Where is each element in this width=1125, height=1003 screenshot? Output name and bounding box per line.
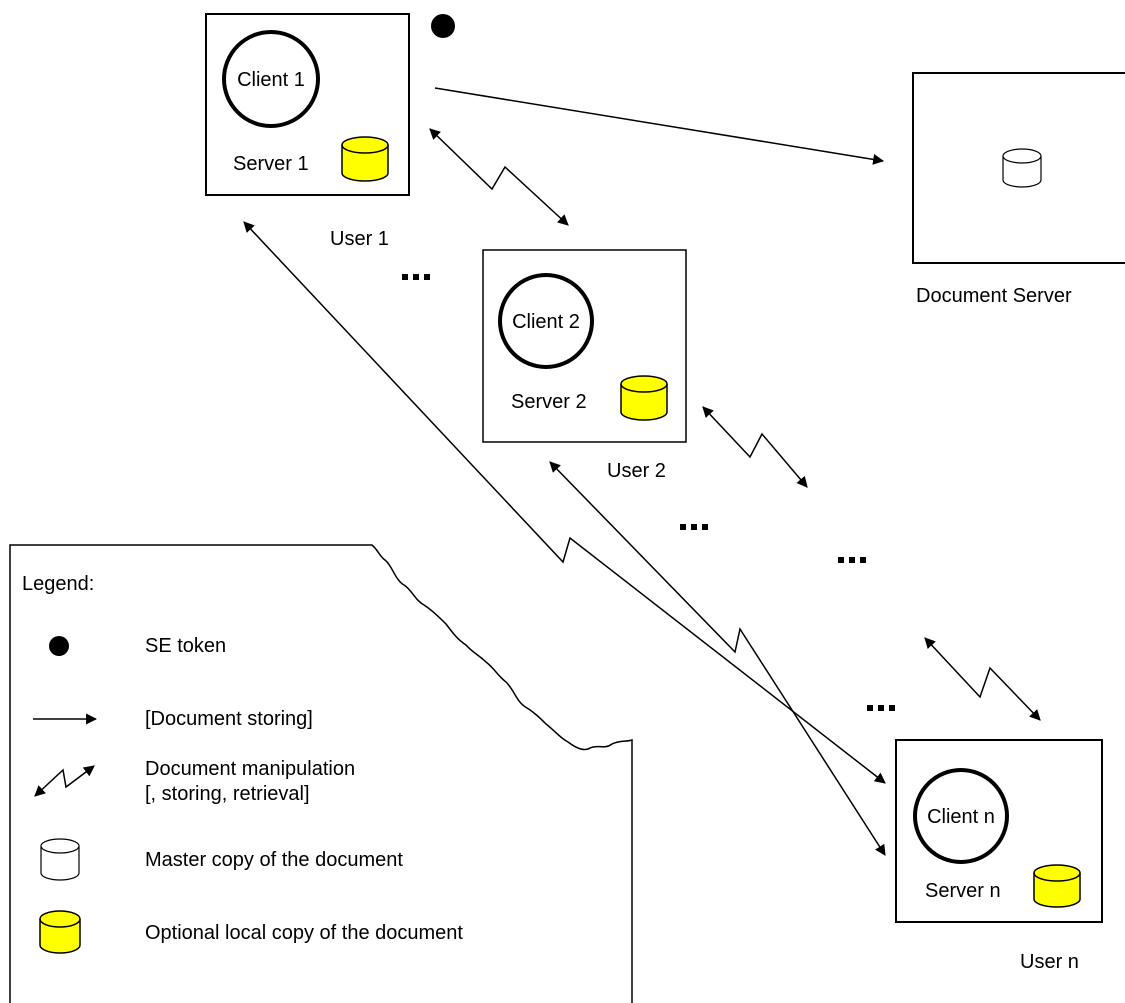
- client-1-label: Client 1: [237, 69, 305, 91]
- user-1-node: Client 1 Server 1 User 1: [205, 13, 410, 250]
- local-copy-cylinder-icon: [620, 375, 668, 421]
- legend-manipulation-line1: Document manipulation: [145, 758, 355, 780]
- local-copy-cylinder-icon: [341, 136, 389, 182]
- manipulation-arrow-user2-usern: [549, 461, 886, 856]
- legend-document-storing-label: [Document storing]: [145, 708, 313, 730]
- ellipsis-marker: [680, 524, 708, 530]
- user-n-node: Client n Server n User n: [895, 739, 1103, 973]
- user-n-box: [895, 739, 1103, 923]
- user-2-node: Client 2 Server 2 User 2: [482, 249, 687, 482]
- manipulation-arrow-user2-ellipsis: [702, 406, 808, 488]
- white-cylinder-icon: [40, 838, 80, 881]
- zigzag-double-arrow-icon: [34, 765, 95, 797]
- legend-local-copy-label: Optional local copy of the document: [145, 922, 463, 944]
- legend-master-copy-label: Master copy of the document: [145, 849, 403, 871]
- server-n-label: Server n: [925, 880, 1001, 902]
- client-n-label: Client n: [927, 806, 995, 828]
- server-2-label: Server 2: [511, 391, 587, 413]
- document-server-label: Document Server: [916, 285, 1072, 307]
- user-1-box: [205, 13, 410, 196]
- se-token-icon: [431, 14, 455, 38]
- yellow-cylinder-icon: [39, 910, 81, 954]
- document-server-box: [912, 72, 1125, 264]
- legend-torn-border: [9, 544, 633, 1003]
- user-2-label: User 2: [607, 460, 666, 482]
- client-2-label: Client 2: [512, 311, 580, 333]
- manipulation-arrow-user1-usern: [243, 221, 886, 784]
- ellipsis-marker: [402, 274, 430, 280]
- legend-manipulation-line2: [, storing, retrieval]: [145, 783, 310, 805]
- legend: Legend: SE token [Document storing] Docu…: [9, 544, 633, 1003]
- user-n-label: User n: [1020, 951, 1079, 973]
- legend-se-token-label: SE token: [145, 635, 226, 657]
- client-n-circle: [913, 768, 1009, 864]
- legend-title: Legend:: [22, 573, 94, 595]
- ellipsis-marker: [867, 705, 895, 711]
- se-token-legend-icon: [49, 636, 69, 656]
- server-1-label: Server 1: [233, 153, 309, 175]
- manipulation-arrow-user1-user2: [429, 128, 569, 226]
- master-copy-cylinder-icon: [1002, 148, 1042, 188]
- client-1-circle: [222, 30, 320, 128]
- manipulation-arrow-ellipsis-usern: [924, 637, 1041, 721]
- user-1-label: User 1: [330, 228, 389, 250]
- document-storing-arrow: [434, 87, 885, 165]
- ellipsis-marker: [838, 557, 866, 563]
- local-copy-cylinder-icon: [1033, 864, 1081, 908]
- document-server-node: Document Server: [912, 72, 1125, 307]
